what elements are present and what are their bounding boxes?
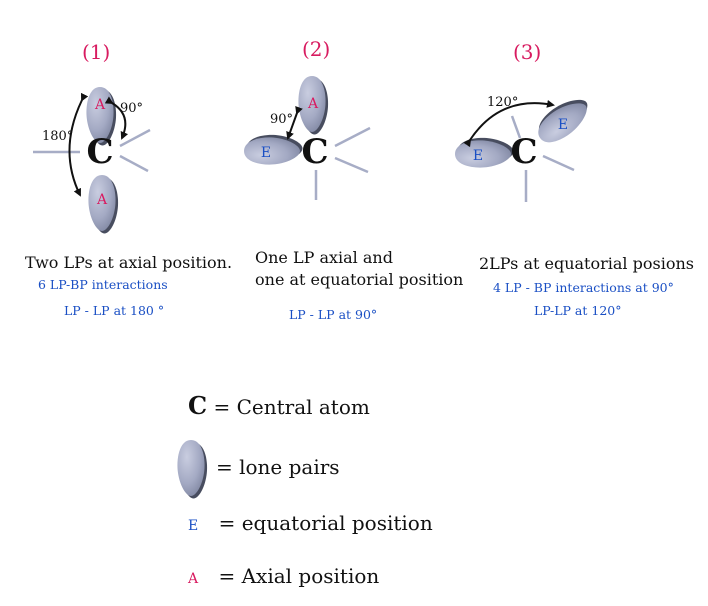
panel-1-structure: A A C 180° 90° — [33, 87, 151, 234]
lone-pair-lobe — [455, 137, 514, 168]
panel-3-structure: E E C 120° — [455, 91, 596, 202]
panel-1-angle-90: 90° — [120, 101, 143, 116]
panel-1-number: (1) — [82, 40, 111, 64]
panel-1-angle-180: 180° — [42, 129, 73, 144]
panel-1-bonds — [33, 128, 151, 173]
panel-2-equatorial-label: E — [261, 145, 271, 161]
panel-1-axial-label-top: A — [94, 97, 106, 113]
panel-3-angle-120: 120° — [487, 95, 518, 110]
panel-2-note-1: LP - LP at 90° — [289, 307, 378, 322]
legend-equatorial-text: = equatorial position — [218, 511, 433, 535]
legend-central-text: = Central atom — [213, 395, 370, 419]
panel-2-caption-line-2: one at equatorial position — [255, 270, 464, 289]
panel-1-arrow-90 — [104, 96, 129, 140]
legend-axial: A = Axial position — [188, 565, 379, 588]
legend-lone-pair-icon — [177, 440, 208, 499]
legend-axial-symbol: A — [188, 571, 199, 587]
panel-1-central-atom: C — [86, 132, 113, 172]
panel-3-note-1: 4 LP - BP interactions at 90° — [493, 280, 674, 295]
panel-3-equatorial-label-right: E — [558, 117, 568, 133]
legend-equatorial-symbol: E — [188, 518, 199, 534]
panel-2-angle-90: 90° — [270, 112, 293, 127]
panel-3-arrow-120 — [463, 99, 555, 148]
panel-3-caption: 2LPs at equatorial posions — [479, 254, 694, 273]
legend-central-atom: C = Central atom — [188, 392, 370, 420]
panel-2-structure: A E C 90° — [244, 76, 371, 200]
panel-1-arrow-180 — [68, 92, 89, 197]
panel-1-axial-label-bottom: A — [96, 192, 108, 208]
panel-3-central-atom: C — [510, 132, 537, 172]
panel-3-note-2: LP-LP at 120° — [534, 303, 622, 318]
panel-2-arrow-90 — [286, 105, 303, 140]
panel-2-number: (2) — [302, 37, 331, 61]
panel-1-note-1: 6 LP-BP interactions — [38, 277, 168, 292]
panel-1-caption: Two LPs at axial position. — [25, 253, 233, 272]
panel-2-bonds — [314, 126, 371, 200]
lone-pair-lobe — [244, 134, 303, 165]
panel-3-equatorial-label-left: E — [473, 148, 483, 164]
legend-central-symbol: C — [188, 391, 208, 420]
panel-2-central-atom: C — [301, 132, 328, 172]
panel-2-caption-line-1: One LP axial and — [255, 248, 393, 267]
legend-equatorial: E = equatorial position — [188, 512, 433, 535]
panel-3-number: (3) — [513, 40, 542, 64]
legend-axial-text: = Axial position — [218, 564, 380, 588]
legend-lone-pair-text: = lone pairs — [216, 455, 340, 479]
panel-1-note-2: LP - LP at 180 ° — [64, 303, 165, 318]
panel-2-axial-label: A — [307, 96, 319, 112]
